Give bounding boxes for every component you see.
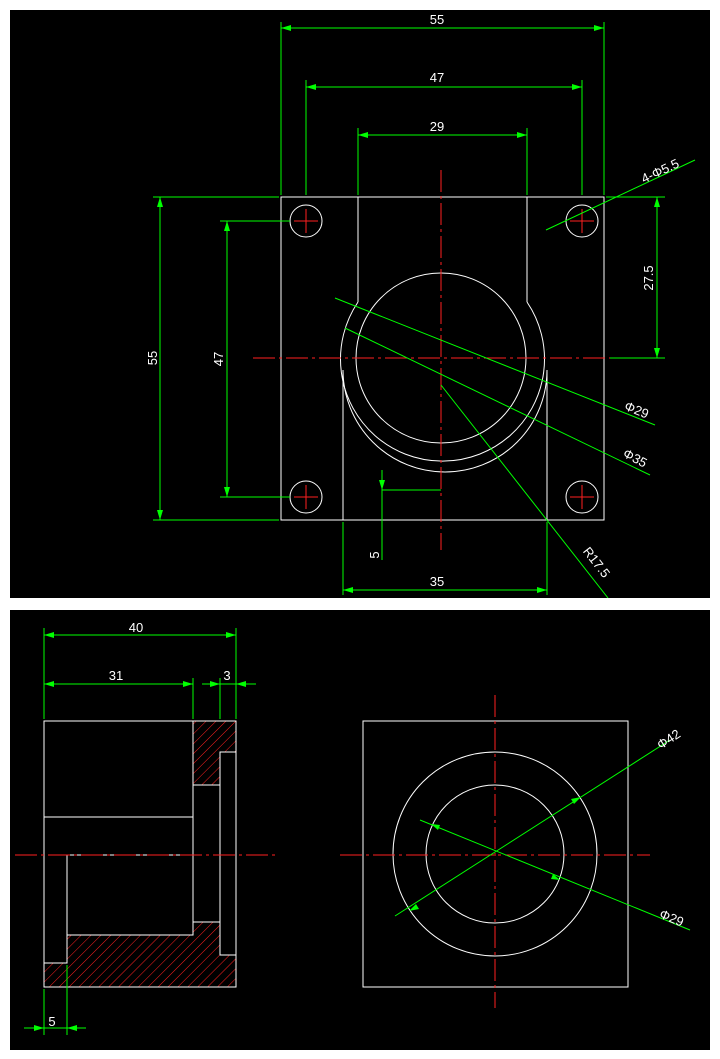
dim-length: 40 <box>129 620 143 635</box>
dimension-lines <box>153 22 696 598</box>
section-hatch-top <box>192 720 237 786</box>
end-dimension-arrows <box>409 797 581 911</box>
end-dimension-lines <box>394 739 691 931</box>
side-and-end-view-panel: 40 31 3 5 Φ42 Φ29 <box>10 610 710 1050</box>
dim-step: 5 <box>367 551 382 558</box>
dim-overall-height: 55 <box>145 351 160 365</box>
top-view-drawing: 55 47 29 4-Φ5.5 27.5 55 47 Φ29 Φ35 5 R17… <box>145 12 696 598</box>
dim-hole-spacing-x: 47 <box>430 70 444 85</box>
side-end-drawing: 40 31 3 5 Φ42 Φ29 <box>15 620 691 1035</box>
side-section-view <box>43 720 237 988</box>
section-hatch-bottom <box>43 921 237 988</box>
dim-flange: 3 <box>223 668 230 683</box>
dim-wall: 5 <box>48 1014 55 1029</box>
dim-slot-width: 29 <box>430 119 444 134</box>
side-dimension-arrows <box>34 632 246 1031</box>
dim-body: 31 <box>109 668 123 683</box>
dim-outer: Φ42 <box>654 726 683 752</box>
inner-circle <box>425 784 565 924</box>
dim-offset: 27.5 <box>641 265 656 290</box>
dim-holes: 4-Φ5.5 <box>639 156 682 187</box>
dim-overall-width: 55 <box>430 12 444 27</box>
boss-lower-arc <box>342 369 548 473</box>
dim-boss: Φ35 <box>621 446 650 471</box>
mounting-hole-br <box>565 480 599 514</box>
dim-boss-width: 35 <box>430 574 444 589</box>
outer-circle <box>392 751 598 957</box>
dim-hole-spacing-y: 47 <box>211 352 226 366</box>
boss-arc <box>340 301 545 462</box>
dimension-arrows <box>157 25 660 593</box>
dim-inner: Φ29 <box>657 906 686 929</box>
hole-centermarks <box>294 209 594 509</box>
dim-radius: R17.5 <box>580 544 613 581</box>
side-dimension-lines <box>24 628 256 1035</box>
top-view-panel: 55 47 29 4-Φ5.5 27.5 55 47 Φ29 Φ35 5 R17… <box>10 10 710 598</box>
